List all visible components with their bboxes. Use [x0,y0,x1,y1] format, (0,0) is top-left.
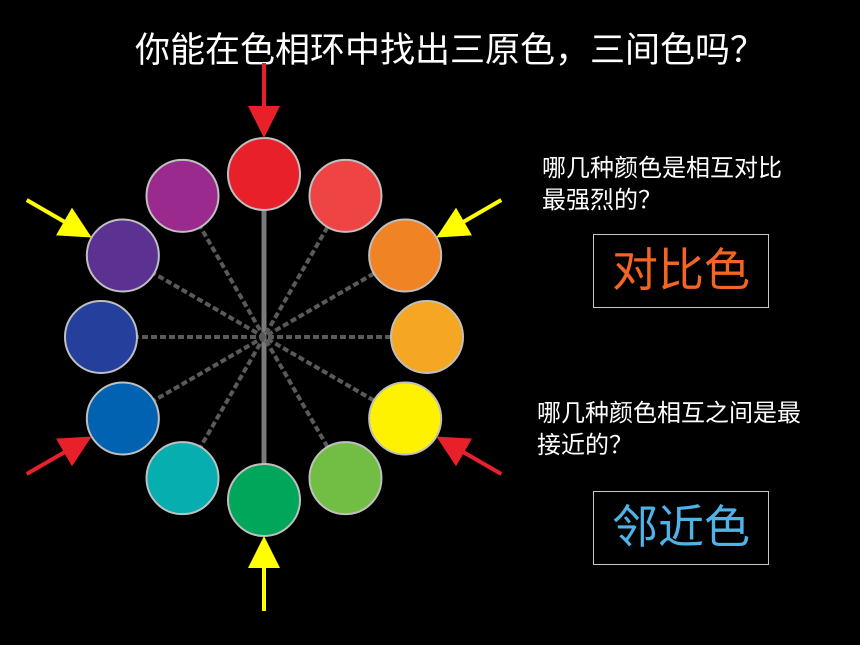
answer-box-contrast: 对比色 [593,234,769,308]
question-contrast: 哪几种颜色是相互对比 最强烈的？ [542,154,782,214]
color-circle-violet [85,218,160,293]
wheel-spokes [101,174,427,500]
wheel-circles [64,137,464,537]
color-circle-yellow-orange [390,300,464,374]
color-circle-blue-violet [64,300,138,374]
secondary-arrow-violet [25,198,92,238]
page-title: 你能在色相环中找出三原色，三间色吗？ [134,31,765,71]
color-circle-yellow-green [308,441,383,516]
indicator-arrows [25,63,503,611]
wheel-spoke [180,194,348,480]
color-circle-red-violet [145,158,220,233]
color-circle-red-orange [308,158,383,233]
color-circle-red [227,137,301,211]
color-circle-yellow [368,381,443,456]
color-circle-blue [85,381,160,456]
primary-arrow-blue [25,436,92,476]
answer-box-adjacent: 邻近色 [593,491,769,565]
question-adjacent: 哪几种颜色相互之间是最 接近的？ [537,399,801,459]
color-circle-blue-green [145,441,220,516]
color-circle-orange [368,218,443,293]
color-circle-green [227,463,301,537]
primary-arrow-yellow [436,436,503,476]
secondary-arrow-orange [436,198,503,238]
